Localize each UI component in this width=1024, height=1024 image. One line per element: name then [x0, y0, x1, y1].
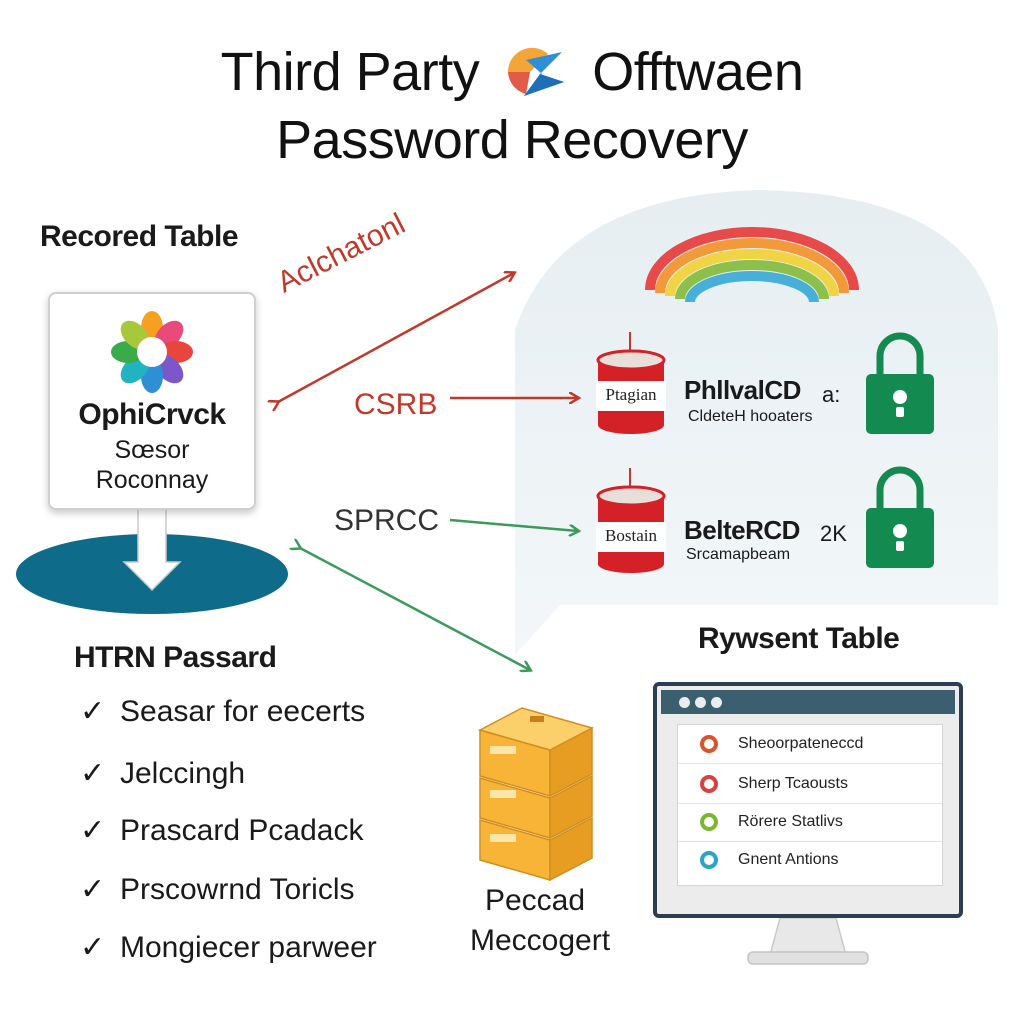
rainbow-icon	[645, 227, 859, 303]
status-dot-icon	[700, 735, 718, 753]
list-item[interactable]: Gnent Antions	[678, 841, 942, 879]
window-dot-icon	[711, 697, 722, 708]
monitor-list-panel: Sheoorpateneccd Sherp Tcaousts Rörere St…	[677, 724, 943, 886]
card-subtitle-1: Sœsor	[114, 436, 190, 464]
window-dot-icon	[695, 697, 706, 708]
title-left: Third Party	[220, 41, 480, 102]
server-label-2: Meccogert	[469, 924, 611, 957]
lock-icon	[866, 332, 934, 434]
recored-table-heading: Recored Table	[40, 220, 239, 253]
list-item-label: Rörere Statlivs	[738, 813, 843, 830]
database-subtitle-1: CldeteH hooaters	[688, 408, 813, 425]
arrow-label-sprcc: SPRCC	[334, 504, 440, 537]
check-icon: ✓	[80, 873, 106, 906]
page-title-line-1: Third Party Offtwaen	[0, 38, 1024, 102]
status-dot-icon	[700, 813, 718, 831]
monitor-title-bar	[661, 690, 955, 714]
list-item-label: Sherp Tcaousts	[738, 775, 848, 792]
checklist-item: ✓ Prscowrnd Toricls	[80, 872, 355, 907]
app-card[interactable]: OphiCrvck Sœsor Roconnay	[48, 292, 256, 510]
htrn-password-heading: HTRN Passard	[74, 641, 277, 674]
window-dot-icon	[679, 697, 690, 708]
card-app-name: OphiCrvck	[78, 398, 226, 431]
lock-icon	[866, 466, 934, 568]
brand-logo-icon	[507, 47, 564, 96]
checklist-item: ✓ Mongiecer parweer	[80, 930, 377, 965]
arrow-sprcc	[449, 518, 578, 531]
server-stack-icon	[477, 707, 595, 882]
flower-logo-icon	[111, 311, 193, 393]
database-suffix-2: 2K	[820, 521, 847, 546]
database-cylinder-1	[596, 332, 666, 434]
title-right: Offtwaen	[592, 41, 804, 102]
database-name-2: BelteRCD	[684, 515, 800, 545]
database-suffix-1: a:	[822, 382, 841, 407]
checklist-item-label: Prascard Pcadack	[120, 814, 364, 847]
arrow-label-csrb: CSRB	[354, 388, 438, 421]
check-icon: ✓	[80, 695, 106, 728]
list-item-label: Sheoorpateneccd	[738, 735, 864, 752]
database-subtitle-2: Srcamapbeam	[686, 546, 791, 563]
down-arrow-icon	[122, 507, 182, 592]
monitor-stand	[747, 917, 869, 965]
arrow-adchaton	[278, 273, 514, 402]
checklist-item: ✓ Prascard Pcadack	[80, 813, 363, 848]
checklist-item-label: Mongiecer parweer	[120, 931, 377, 964]
check-icon: ✓	[80, 814, 106, 847]
server-label-1: Peccad	[484, 884, 586, 917]
checklist-item-label: Seasar for eecerts	[120, 695, 366, 728]
status-dot-icon	[700, 851, 718, 869]
cylinder-label-2: Bostain	[605, 526, 657, 545]
rywsent-table-heading: Rywsent Table	[698, 622, 900, 655]
list-item-label: Gnent Antions	[738, 851, 839, 868]
status-dot-icon	[700, 775, 718, 793]
check-icon: ✓	[80, 931, 106, 964]
database-cylinder-2	[596, 468, 666, 573]
arrow-server-link	[300, 548, 530, 670]
checklist-item-label: Jelccingh	[120, 757, 246, 790]
check-icon: ✓	[80, 757, 106, 790]
list-item[interactable]: Rörere Statlivs	[678, 803, 942, 842]
page-title-line-2: Password Recovery	[276, 110, 748, 170]
card-subtitle-2: Roconnay	[95, 466, 209, 494]
monitor: Sheoorpateneccd Sherp Tcaousts Rörere St…	[653, 682, 963, 918]
list-item[interactable]: Sherp Tcaousts	[678, 765, 942, 804]
checklist-item: ✓ Jelccingh	[80, 756, 245, 791]
database-name-1: PhllvalCD	[684, 375, 801, 405]
checklist-item-label: Prscowrnd Toricls	[120, 873, 355, 906]
cylinder-label-1: Ptagian	[605, 385, 657, 404]
checklist-item: ✓ Seasar for eecerts	[80, 694, 365, 729]
list-item[interactable]: Sheoorpateneccd	[678, 725, 942, 764]
